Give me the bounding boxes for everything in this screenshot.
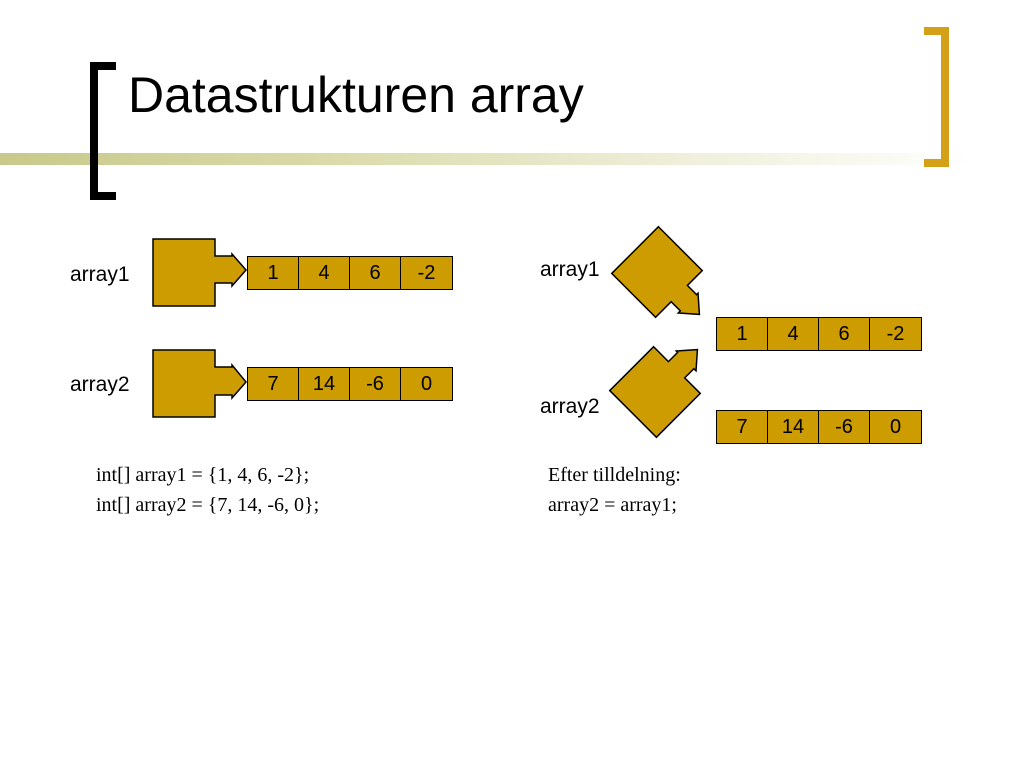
code-line: int[] array1 = {1, 4, 6, -2}; (96, 464, 310, 486)
array-cell: 1 (248, 257, 299, 289)
right-array2-reference-box (608, 345, 702, 439)
array-cell: -6 (819, 411, 870, 443)
array-cell: -6 (350, 368, 401, 400)
right-array1-reference-box (610, 225, 704, 319)
left-array2-cells: 7 14 -6 0 (247, 367, 453, 401)
right-array1-cells: 1 4 6 -2 (716, 317, 922, 351)
array-cell: 14 (299, 368, 350, 400)
right-caption-block: Efter tilldelning: array2 = array1; (548, 460, 681, 520)
right-array2-cells: 7 14 -6 0 (716, 410, 922, 444)
caption-line: Efter tilldelning: (548, 464, 681, 486)
left-array2-reference-box (152, 349, 247, 418)
left-array1-cells: 1 4 6 -2 (247, 256, 453, 290)
left-array1-label: array1 (70, 263, 130, 286)
right-array2-label: array2 (540, 395, 600, 418)
array-cell: -2 (401, 257, 452, 289)
left-array1-reference-box (152, 238, 247, 307)
array-cell: 4 (768, 318, 819, 350)
array-cell: 0 (870, 411, 921, 443)
array-cell: 6 (819, 318, 870, 350)
array-cell: -2 (870, 318, 921, 350)
title-underline-bar (0, 153, 1024, 165)
left-bracket-decoration (90, 62, 116, 200)
array-cell: 4 (299, 257, 350, 289)
right-array1-label: array1 (540, 258, 600, 281)
array-cell: 7 (717, 411, 768, 443)
left-code-block: int[] array1 = {1, 4, 6, -2}; int[] arra… (96, 460, 319, 520)
right-bracket-decoration (924, 27, 949, 167)
slide-title: Datastrukturen array (128, 67, 584, 123)
array-cell: 1 (717, 318, 768, 350)
array-cell: 14 (768, 411, 819, 443)
left-array2-label: array2 (70, 373, 130, 396)
array-cell: 7 (248, 368, 299, 400)
code-line: int[] array2 = {7, 14, -6, 0}; (96, 494, 320, 516)
array-cell: 6 (350, 257, 401, 289)
caption-line: array2 = array1; (548, 494, 677, 516)
array-cell: 0 (401, 368, 452, 400)
